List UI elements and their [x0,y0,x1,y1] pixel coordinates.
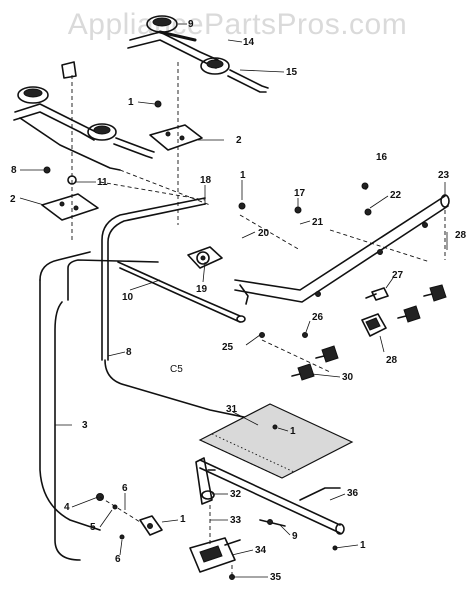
callout-23: 23 [438,170,450,181]
callout-35: 35 [270,572,282,583]
callout-1: 1 [290,426,296,437]
screw-icon[interactable] [294,206,302,214]
burner-valve-b[interactable] [397,305,421,323]
pilot-bracket[interactable] [195,457,216,505]
callout-9: 9 [292,531,298,542]
callout-6: 6 [115,554,121,565]
callout-27: 27 [392,270,404,281]
screw-icon[interactable] [238,202,246,210]
callout-3: 3 [82,420,88,431]
main-gas-tube[interactable] [101,197,259,421]
callout-2: 2 [10,194,16,205]
burner-bracket-rear[interactable] [149,124,203,151]
rear-feed-tube[interactable] [54,259,159,561]
callout-1: 1 [240,170,246,181]
callout-9: 9 [188,19,194,30]
screw-icon[interactable] [302,332,308,338]
front-left-burner-head[interactable] [19,117,155,171]
pilot-orifice[interactable] [259,519,286,527]
tube-3[interactable] [39,251,101,531]
callout-1: 1 [360,540,366,551]
callout-11: 11 [97,177,108,188]
callout-1: 1 [180,514,186,525]
callout-26: 26 [312,312,324,323]
screw-icon[interactable] [364,208,372,216]
callout-36: 36 [347,488,359,499]
pressure-regulator[interactable] [139,515,163,536]
screw-icon[interactable] [43,166,51,174]
burner-valve[interactable] [187,246,223,269]
callout-34: 34 [255,545,267,556]
rear-right-burner-head[interactable] [200,57,269,93]
callout-19: 19 [196,284,208,295]
burner-valve-c[interactable] [315,345,339,363]
bracket-clip[interactable] [61,61,77,79]
callout-5: 5 [90,522,96,533]
callout-16: 16 [376,152,388,163]
oven-valve-29[interactable] [361,313,387,337]
callout-8: 8 [11,165,17,176]
callout-10: 10 [122,292,134,303]
callout-2: 2 [236,135,242,146]
callout-30: 30 [342,372,354,383]
callout-20: 20 [258,228,270,239]
callout-32: 32 [230,489,242,500]
callout-28: 28 [455,230,467,241]
screw-icon[interactable] [272,424,278,430]
screw-icon[interactable] [361,182,369,190]
callout-14: 14 [243,37,255,48]
oven-safety-valve[interactable] [189,537,241,573]
thermostat-capillary[interactable] [117,261,246,323]
callout-28: 28 [386,355,398,366]
burner-valve-30[interactable] [291,363,315,381]
oven-burner-baffle[interactable] [198,403,354,479]
fitting-icon[interactable] [119,534,125,540]
callout-21: 21 [312,217,324,228]
burner-valve-a[interactable] [423,284,447,302]
callout-1: 1 [128,97,134,108]
callout-22: 22 [390,190,402,201]
burner-bracket-front[interactable] [41,193,99,221]
manifold-pipe[interactable] [234,194,450,338]
callout-6: 6 [122,483,128,494]
callout-18: 18 [200,175,212,186]
callout-15: 15 [286,67,298,78]
burner-valve-27[interactable] [365,287,389,301]
callout-8: 8 [126,347,132,358]
callout-4: 4 [64,502,70,513]
section-code: C5 [170,364,183,375]
callout-33: 33 [230,515,242,526]
callout-31: 31 [226,404,238,415]
screw-icon[interactable] [154,100,162,108]
rear-left-burner-assembly[interactable] [13,86,97,141]
callout-25: 25 [222,342,234,353]
callout-17: 17 [294,188,306,199]
oven-burner-tube[interactable] [199,459,345,535]
